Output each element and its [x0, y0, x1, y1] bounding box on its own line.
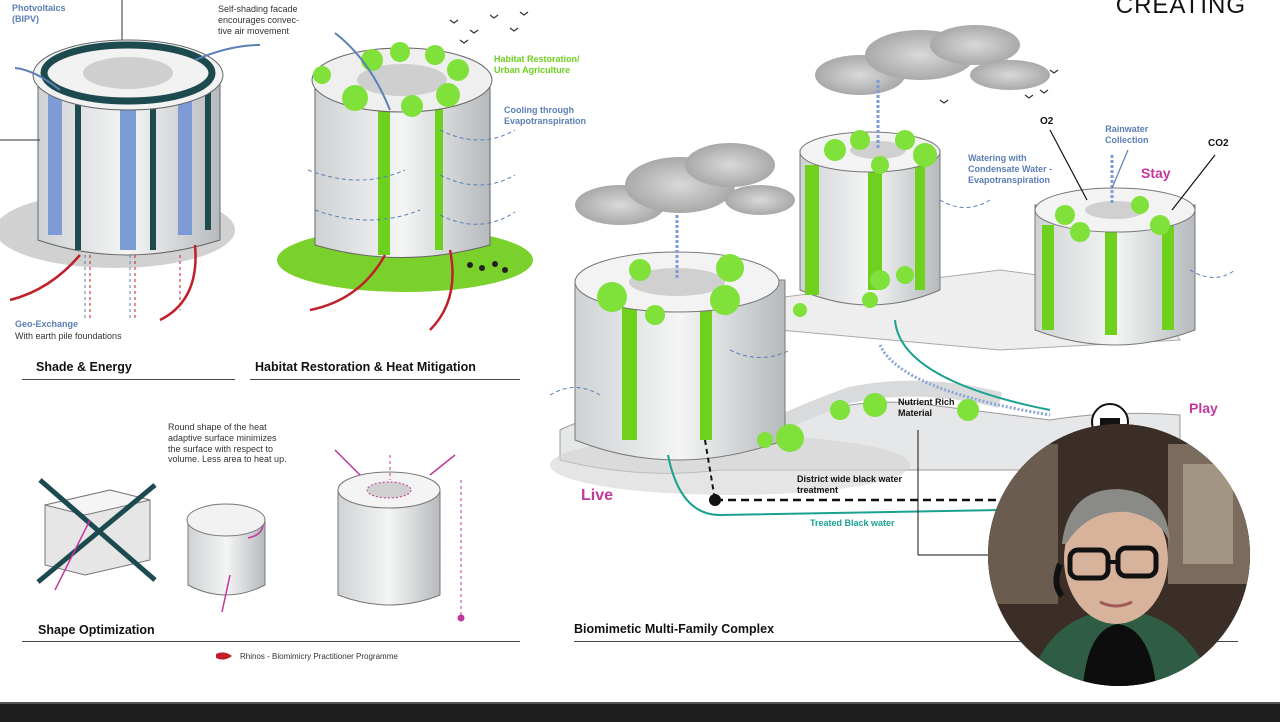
geo-exchange-title: Geo-Exchange	[15, 319, 79, 329]
co2-label: CO2	[1208, 138, 1229, 149]
rainwater-label: Rainwater Collection	[1105, 124, 1149, 145]
nutrient-label: Nutrient Rich Material	[898, 397, 955, 418]
shade-energy-title: Shade & Energy	[36, 360, 132, 374]
cooling-label: Cooling through Evapotranspiration	[504, 105, 587, 126]
complex-rule	[574, 641, 1238, 642]
geo-exchange-subtitle: With earth pile foundations	[15, 331, 122, 341]
brand-header: CREATING	[1115, 0, 1246, 19]
watering-label: Watering with Condensate Water - Evapotr…	[968, 153, 1053, 185]
shade-energy-rule	[22, 379, 235, 380]
habitat-rule	[250, 379, 520, 380]
shape-rule	[22, 641, 520, 642]
shade-energy-illustration	[0, 0, 261, 322]
bipv-label: Photvoltaics (BIPV)	[12, 3, 66, 24]
footer-credit: Rhinos - Biomimicry Practitioner Program…	[240, 652, 398, 661]
stay-label: Stay	[1141, 165, 1171, 181]
habitat-illustration	[277, 32, 533, 331]
presenter-video-icon	[988, 424, 1250, 686]
treated-water-label: Treated Black water	[810, 518, 895, 528]
shape-description: Round shape of the heat adaptive surface…	[168, 422, 287, 465]
video-bottom-bar	[0, 702, 1280, 722]
complex-illustration	[549, 25, 1236, 556]
live-label: Live	[581, 487, 614, 504]
o2-label: O2	[1040, 116, 1054, 127]
shape-optimization-illustration	[36, 449, 465, 622]
play-label: Play	[1189, 400, 1218, 416]
habitat-title: Habitat Restoration & Heat Mitigation	[255, 360, 476, 374]
shape-optimization-title: Shape Optimization	[38, 623, 155, 637]
habitat-restoration-label: Habitat Restoration/ Urban Agriculture	[494, 54, 580, 75]
complex-title: Biomimetic Multi-Family Complex	[574, 622, 775, 636]
district-label: District wide black water treatment	[797, 474, 903, 495]
rhinos-logo-icon	[216, 652, 232, 660]
facade-label: Self-shading facade encourages convec- t…	[218, 4, 300, 36]
